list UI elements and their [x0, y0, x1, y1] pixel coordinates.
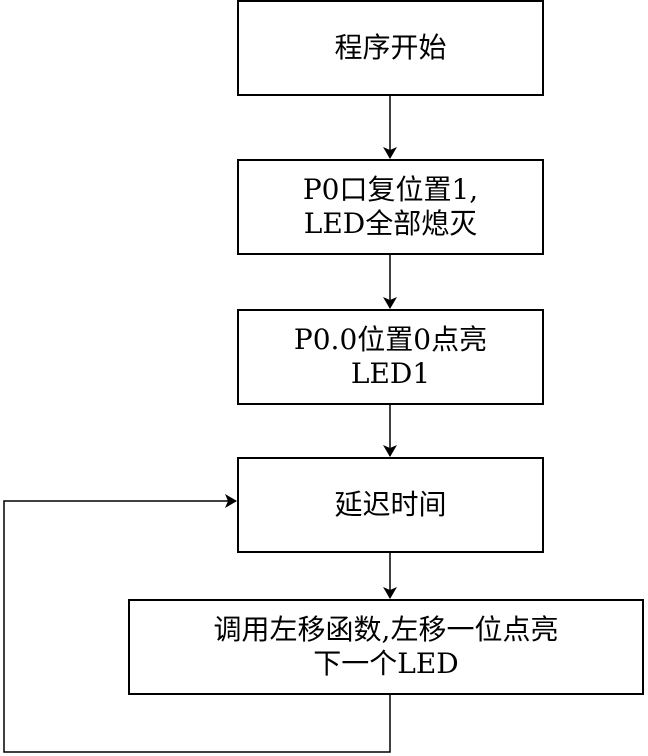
node-delay-label: 延迟时间 — [334, 488, 447, 521]
node-shift-left-line1: 调用左移函数,左移一位点亮 — [213, 613, 559, 646]
node-program-start-label: 程序开始 — [334, 31, 447, 64]
node-shift-left-line2: 下一个LED — [313, 647, 459, 680]
node-shift-left: 调用左移函数,左移一位点亮 下一个LED — [128, 599, 644, 695]
loop-back-connector — [3, 494, 391, 753]
node-p0-reset-line1: P0口复位置1, — [302, 173, 479, 206]
node-p0-reset-line2: LED全部熄灭 — [303, 207, 478, 240]
node-light-led1: P0.0位置0点亮 LED1 — [237, 309, 544, 405]
node-delay: 延迟时间 — [237, 457, 544, 553]
node-p0-reset: P0口复位置1, LED全部熄灭 — [237, 159, 544, 255]
node-light-led1-line2: LED1 — [350, 357, 431, 390]
node-light-led1-line1: P0.0位置0点亮 — [293, 323, 488, 356]
node-program-start: 程序开始 — [237, 0, 544, 96]
